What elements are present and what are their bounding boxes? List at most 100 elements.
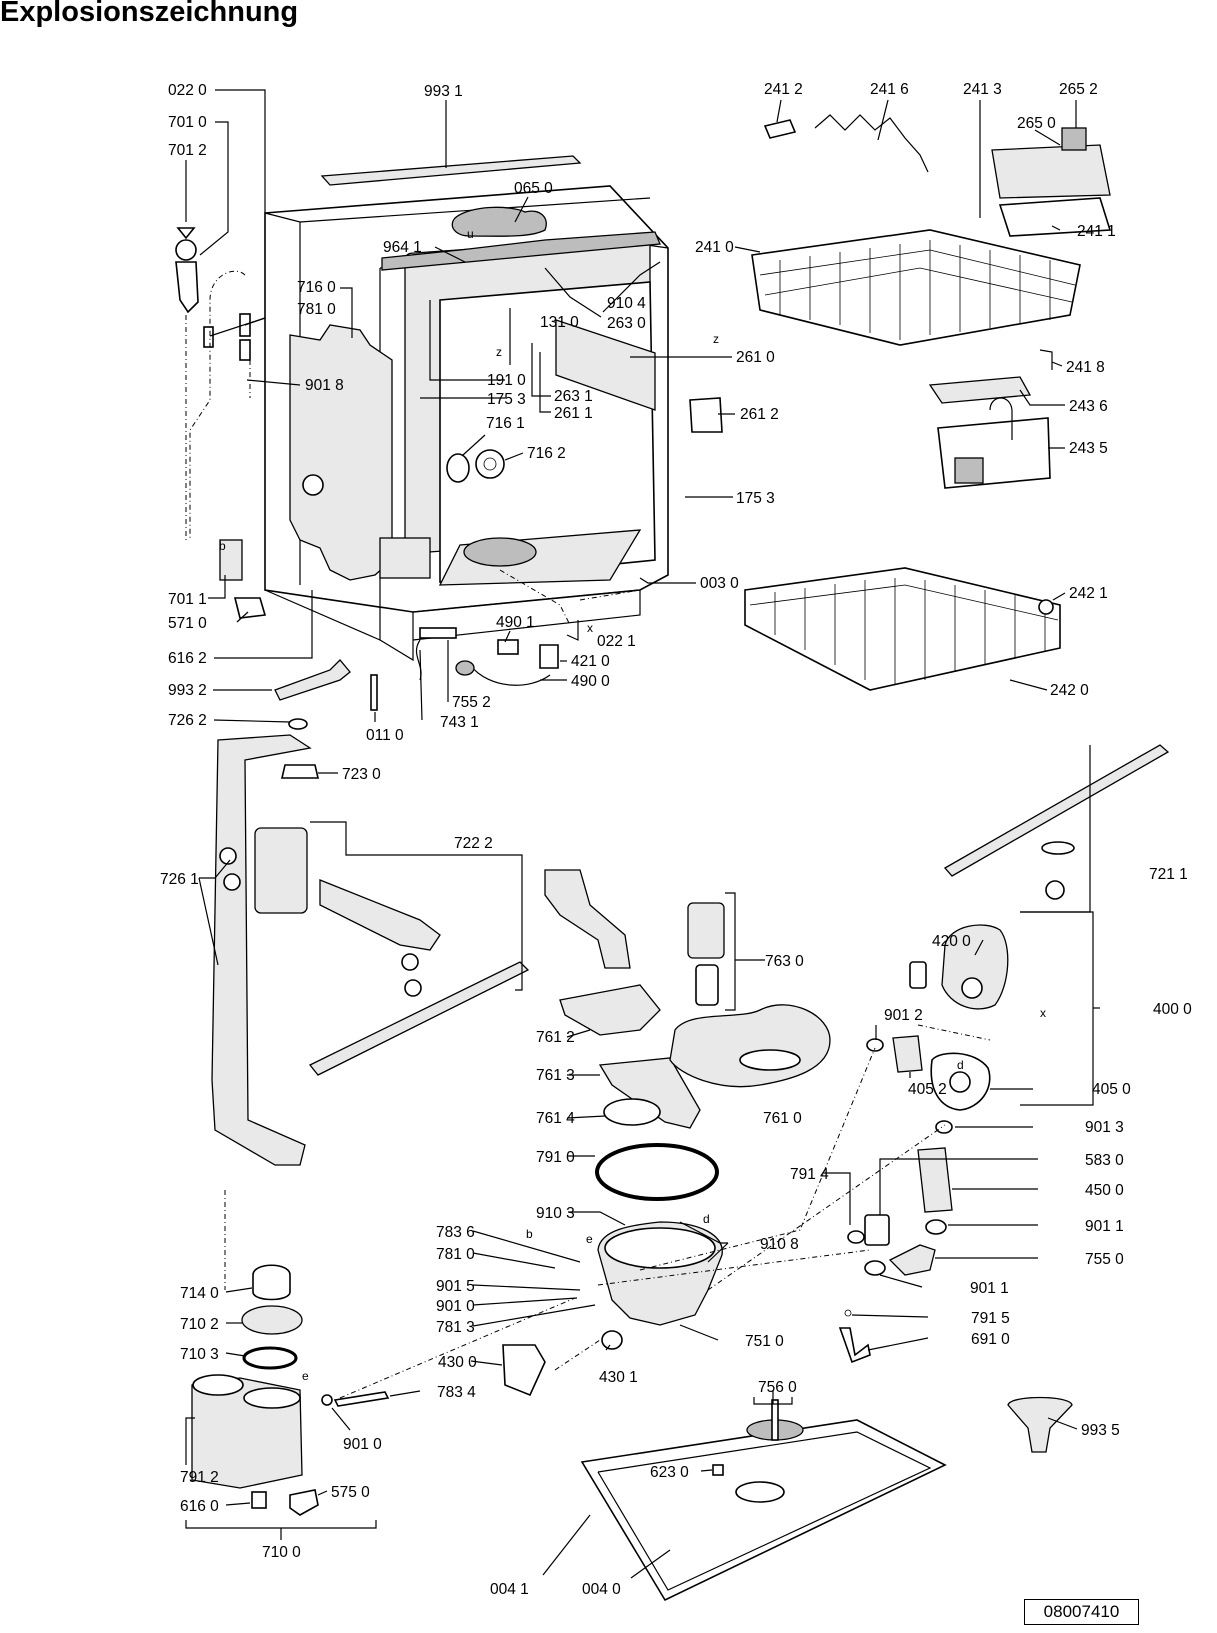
part-screw-0110 bbox=[370, 674, 378, 711]
part-cap-7140 bbox=[252, 1264, 291, 1301]
label-175-3-a: 175 3 bbox=[487, 391, 526, 408]
part-bracket-7552 bbox=[419, 627, 457, 639]
label-022-0: 022 0 bbox=[168, 82, 207, 99]
label-781-0-top: 781 0 bbox=[297, 301, 336, 318]
label-783-4: 783 4 bbox=[437, 1384, 476, 1401]
part-heater-4300 bbox=[502, 1344, 546, 1397]
label-241-1: 241 1 bbox=[1077, 223, 1116, 240]
label-723-0: 723 0 bbox=[342, 766, 381, 783]
label-011-0: 011 0 bbox=[366, 727, 404, 744]
part-capacitor-4200 bbox=[909, 961, 927, 989]
marker-e-sump: e bbox=[586, 1232, 593, 1246]
label-901-0-b: 901 0 bbox=[343, 1436, 382, 1453]
part-hook-2418 bbox=[1039, 349, 1053, 370]
page-title: Explosionszeichnung bbox=[0, 0, 299, 28]
part-cap-7012 bbox=[176, 227, 196, 240]
label-722-2: 722 2 bbox=[454, 835, 493, 852]
part-drawings bbox=[175, 114, 1170, 1602]
part-shelf-tray bbox=[998, 197, 1112, 237]
marker-b-left: b bbox=[219, 539, 226, 553]
part-nut-7230 bbox=[280, 764, 320, 779]
label-781-3: 781 3 bbox=[436, 1319, 475, 1336]
label-191-0: 191 0 bbox=[487, 372, 526, 389]
part-feed-pipe bbox=[211, 734, 312, 1166]
part-spray-arm-upper bbox=[943, 744, 1170, 877]
part-gasket-7910 bbox=[595, 1143, 719, 1201]
label-726-1: 726 1 bbox=[160, 871, 199, 888]
part-gasket-7103 bbox=[242, 1346, 298, 1370]
label-131-0: 131 0 bbox=[540, 314, 579, 331]
label-241-6: 241 6 bbox=[870, 81, 909, 98]
part-ring-7102 bbox=[241, 1305, 303, 1335]
marker-x-cabinet: x bbox=[587, 621, 593, 635]
label-616-0: 616 0 bbox=[180, 1498, 219, 1515]
part-cutlery-lid bbox=[928, 376, 1032, 404]
label-761-2: 761 2 bbox=[536, 1029, 575, 1046]
part-wheel-2421 bbox=[1038, 599, 1054, 615]
part-wrench-9932 bbox=[274, 659, 351, 701]
part-motor-4000 bbox=[941, 924, 1009, 1010]
part-nozzle bbox=[239, 339, 251, 361]
part-spray-arm-lower bbox=[308, 961, 530, 1076]
label-241-3: 241 3 bbox=[963, 81, 1002, 98]
part-cabinet bbox=[264, 185, 669, 662]
label-490-0: 490 0 bbox=[571, 673, 610, 690]
label-791-2: 791 2 bbox=[180, 1469, 219, 1486]
label-004-1: 004 1 bbox=[490, 1581, 529, 1598]
marker-d-sump: d bbox=[703, 1212, 710, 1226]
label-761-0: 761 0 bbox=[763, 1110, 802, 1127]
label-993-1: 993 1 bbox=[424, 83, 463, 100]
label-243-5: 243 5 bbox=[1069, 440, 1108, 457]
label-791-4: 791 4 bbox=[790, 1166, 829, 1183]
part-switch-4210 bbox=[539, 644, 559, 669]
label-405-2: 405 2 bbox=[908, 1081, 947, 1098]
label-783-6: 783 6 bbox=[436, 1224, 475, 1241]
label-241-8: 241 8 bbox=[1066, 359, 1105, 376]
part-bellows-4052 bbox=[892, 1035, 923, 1073]
label-726-2: 726 2 bbox=[168, 712, 207, 729]
part-spray-hub bbox=[475, 449, 505, 479]
label-755-2: 755 2 bbox=[452, 694, 491, 711]
marker-d-pump: d bbox=[957, 1058, 964, 1072]
label-265-2: 265 2 bbox=[1059, 81, 1098, 98]
part-hose-5830 bbox=[917, 1147, 953, 1213]
part-handle-2652 bbox=[1061, 127, 1087, 151]
label-571-0: 571 0 bbox=[168, 615, 207, 632]
label-575-0: 575 0 bbox=[331, 1484, 370, 1501]
label-791-5: 791 5 bbox=[971, 1310, 1010, 1327]
part-sensor-7010 bbox=[175, 261, 199, 314]
part-clip-7914 bbox=[864, 1214, 890, 1246]
part-sensor-6910 bbox=[838, 1327, 871, 1364]
label-241-0: 241 0 bbox=[695, 239, 734, 256]
part-ring-7161 bbox=[446, 453, 470, 483]
part-switch-4901 bbox=[497, 639, 519, 655]
label-421-0: 421 0 bbox=[571, 653, 610, 670]
label-022-1: 022 1 bbox=[597, 633, 636, 650]
label-901-5: 901 5 bbox=[436, 1278, 475, 1295]
label-901-8: 901 8 bbox=[305, 377, 344, 394]
label-430-0: 430 0 bbox=[438, 1354, 477, 1371]
label-004-0: 004 0 bbox=[582, 1581, 621, 1598]
marker-z-cabinet: z bbox=[496, 345, 502, 359]
label-910-8: 910 8 bbox=[760, 1236, 799, 1253]
part-clamp-9013 bbox=[935, 1120, 953, 1134]
label-003-0: 003 0 bbox=[700, 575, 739, 592]
label-583-0: 583 0 bbox=[1085, 1152, 1124, 1169]
label-761-4: 761 4 bbox=[536, 1110, 575, 1127]
part-sump-cover-7612 bbox=[559, 984, 661, 1036]
label-964-1: 964 1 bbox=[383, 239, 422, 256]
label-763-0: 763 0 bbox=[765, 953, 804, 970]
label-901-1-b: 901 1 bbox=[970, 1280, 1009, 1297]
label-716-2: 716 2 bbox=[527, 445, 566, 462]
label-242-0: 242 0 bbox=[1050, 682, 1089, 699]
part-sump-pipe bbox=[544, 869, 631, 969]
label-701-0: 701 0 bbox=[168, 114, 207, 131]
label-701-2: 701 2 bbox=[168, 142, 207, 159]
marker-x-motor: x bbox=[1040, 1006, 1046, 1020]
label-265-0: 265 0 bbox=[1017, 115, 1056, 132]
label-710-2: 710 2 bbox=[180, 1316, 219, 1333]
part-bracket-7011 bbox=[219, 539, 243, 581]
marker-b-sump: b bbox=[526, 1227, 533, 1241]
